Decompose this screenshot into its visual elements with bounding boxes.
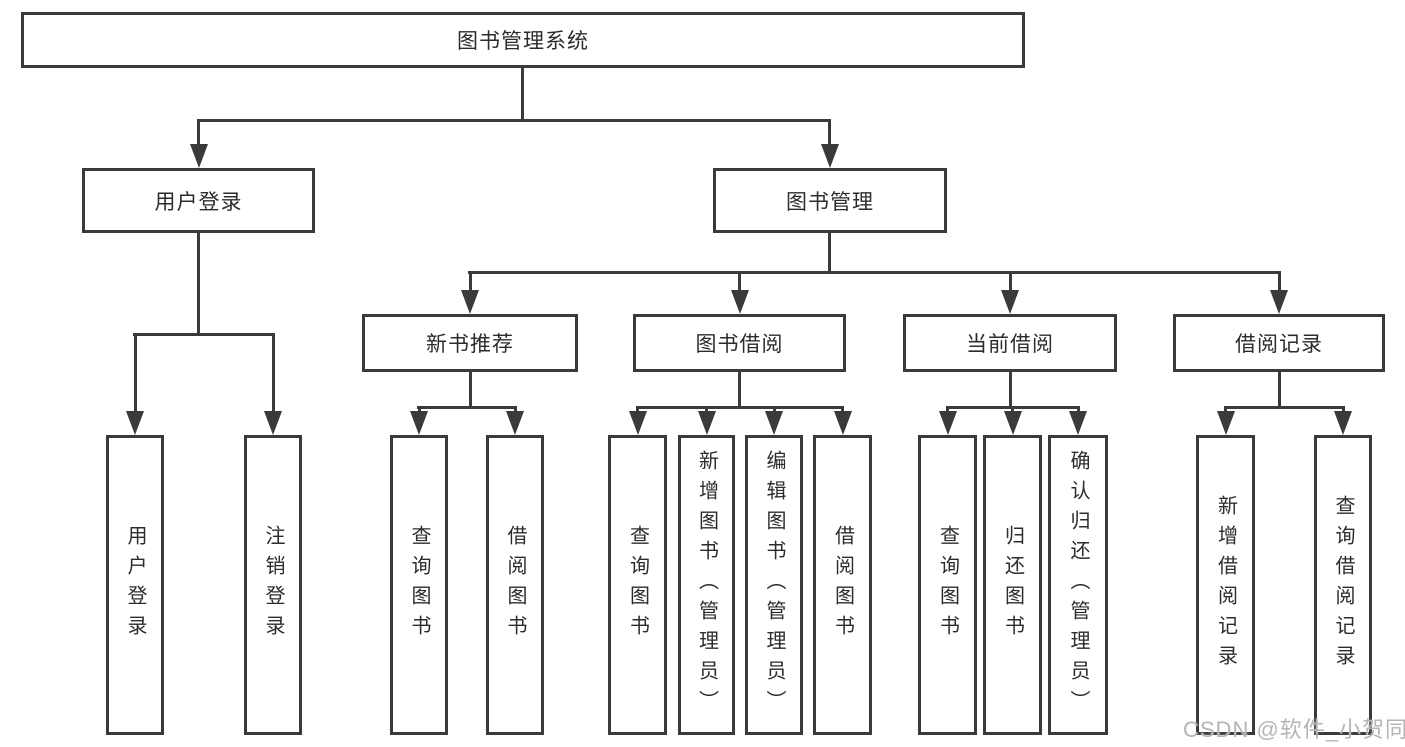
leaf-box-borrow-book: 借阅图书 bbox=[813, 435, 872, 735]
leaf-box-edit-book-admin-label: 编辑图书（管理员） bbox=[763, 450, 785, 720]
connector-new-book-horizontal bbox=[417, 406, 516, 409]
arrow-to-leaf-logout-icon bbox=[264, 333, 282, 435]
arrow-to-current-borrow-icon bbox=[1001, 271, 1019, 314]
leaf-box-confirm-return-admin: 确认归还（管理员） bbox=[1048, 435, 1108, 735]
leaf-box-query-books-borrow-label: 查询图书 bbox=[626, 525, 649, 645]
connector-current-borrow-vertical bbox=[1008, 370, 1012, 408]
arrow-to-leaf-query-current-icon bbox=[938, 406, 957, 435]
arrow-to-leaf-return-book-icon bbox=[1003, 406, 1022, 435]
leaf-box-query-borrow-record-label: 查询借阅记录 bbox=[1332, 495, 1354, 675]
module-box-new-book-recommend-label: 新书推荐 bbox=[426, 333, 514, 356]
leaf-box-user-login-label: 用户登录 bbox=[124, 525, 146, 645]
leaf-box-borrow-books-recommend-label: 借阅图书 bbox=[504, 525, 526, 645]
connector-borrow-records-vertical bbox=[1277, 370, 1281, 408]
connector-user-login-horizontal bbox=[133, 333, 275, 336]
leaf-box-query-books-recommend: 查询图书 bbox=[390, 435, 448, 735]
arrow-to-leaf-user-login-icon bbox=[126, 333, 144, 435]
branch-box-book-management: 图书管理 bbox=[713, 168, 947, 233]
connector-new-book-vertical bbox=[468, 370, 472, 408]
csdn-watermark: CSDN @软件_小贺同学 bbox=[1183, 717, 1405, 742]
leaf-box-query-books-current-label: 查询图书 bbox=[936, 525, 959, 645]
connector-root-vertical bbox=[521, 66, 524, 121]
leaf-box-query-borrow-record: 查询借阅记录 bbox=[1314, 435, 1372, 735]
leaf-box-query-books-borrow: 查询图书 bbox=[608, 435, 667, 735]
leaf-box-return-book: 归还图书 bbox=[983, 435, 1042, 735]
arrow-to-book-borrow-icon bbox=[730, 271, 749, 314]
module-box-current-borrow: 当前借阅 bbox=[903, 314, 1117, 372]
leaf-box-query-books-current: 查询图书 bbox=[918, 435, 977, 735]
arrow-to-leaf-edit-book-icon bbox=[765, 406, 783, 435]
connector-borrow-records-horizontal bbox=[1224, 406, 1345, 409]
root-box-library-system: 图书管理系统 bbox=[21, 12, 1025, 68]
root-box-label: 图书管理系统 bbox=[457, 30, 589, 53]
connector-book-borrow-horizontal bbox=[636, 406, 844, 409]
arrow-to-leaf-borrow-recommend-icon bbox=[506, 406, 524, 435]
arrow-to-leaf-query-record-icon bbox=[1334, 406, 1352, 435]
leaf-box-add-book-admin-label: 新增图书（管理员） bbox=[695, 450, 718, 720]
connector-user-login-vertical bbox=[197, 231, 200, 335]
leaf-box-borrow-book-label: 借阅图书 bbox=[831, 525, 854, 645]
module-box-book-borrow-label: 图书借阅 bbox=[695, 333, 784, 356]
arrow-to-leaf-add-book-icon bbox=[697, 406, 716, 435]
leaf-box-logout: 注销登录 bbox=[244, 435, 302, 735]
leaf-box-confirm-return-admin-label: 确认归还（管理员） bbox=[1067, 450, 1089, 720]
arrow-to-leaf-borrow-book-icon bbox=[833, 406, 852, 435]
connector-book-management-vertical bbox=[828, 231, 831, 273]
branch-box-user-login: 用户登录 bbox=[82, 168, 315, 233]
module-box-borrow-records: 借阅记录 bbox=[1173, 314, 1385, 372]
leaf-box-edit-book-admin: 编辑图书（管理员） bbox=[745, 435, 803, 735]
leaf-box-user-login: 用户登录 bbox=[106, 435, 164, 735]
branch-box-book-management-label: 图书管理 bbox=[786, 190, 874, 214]
arrow-to-leaf-confirm-return-icon bbox=[1069, 406, 1087, 435]
leaf-box-add-book-admin: 新增图书（管理员） bbox=[678, 435, 735, 735]
branch-box-user-login-label: 用户登录 bbox=[154, 190, 243, 214]
arrow-to-leaf-add-record-icon bbox=[1216, 406, 1235, 435]
arrow-to-leaf-query-borrow-icon bbox=[628, 406, 647, 435]
module-box-new-book-recommend: 新书推荐 bbox=[362, 314, 578, 372]
leaf-box-return-book-label: 归还图书 bbox=[1001, 525, 1024, 645]
leaf-box-query-books-recommend-label: 查询图书 bbox=[408, 525, 430, 645]
leaf-box-borrow-books-recommend: 借阅图书 bbox=[486, 435, 544, 735]
module-box-current-borrow-label: 当前借阅 bbox=[966, 333, 1054, 356]
module-box-book-borrow: 图书借阅 bbox=[633, 314, 846, 372]
arrow-to-leaf-query-recommend-icon bbox=[410, 406, 428, 435]
arrow-to-borrow-records-icon bbox=[1270, 271, 1288, 314]
connector-root-horizontal bbox=[197, 119, 831, 122]
module-box-borrow-records-label: 借阅记录 bbox=[1235, 333, 1323, 356]
leaf-box-add-borrow-record-label: 新增借阅记录 bbox=[1214, 495, 1237, 675]
leaf-box-logout-label: 注销登录 bbox=[262, 525, 284, 645]
connector-book-borrow-vertical bbox=[738, 370, 741, 408]
arrow-to-book-management-icon bbox=[820, 119, 839, 168]
leaf-box-add-borrow-record: 新增借阅记录 bbox=[1196, 435, 1255, 735]
arrow-to-user-login-icon bbox=[189, 119, 208, 168]
connector-book-management-horizontal bbox=[468, 271, 1280, 274]
arrow-to-new-book-recommend-icon bbox=[461, 271, 479, 314]
